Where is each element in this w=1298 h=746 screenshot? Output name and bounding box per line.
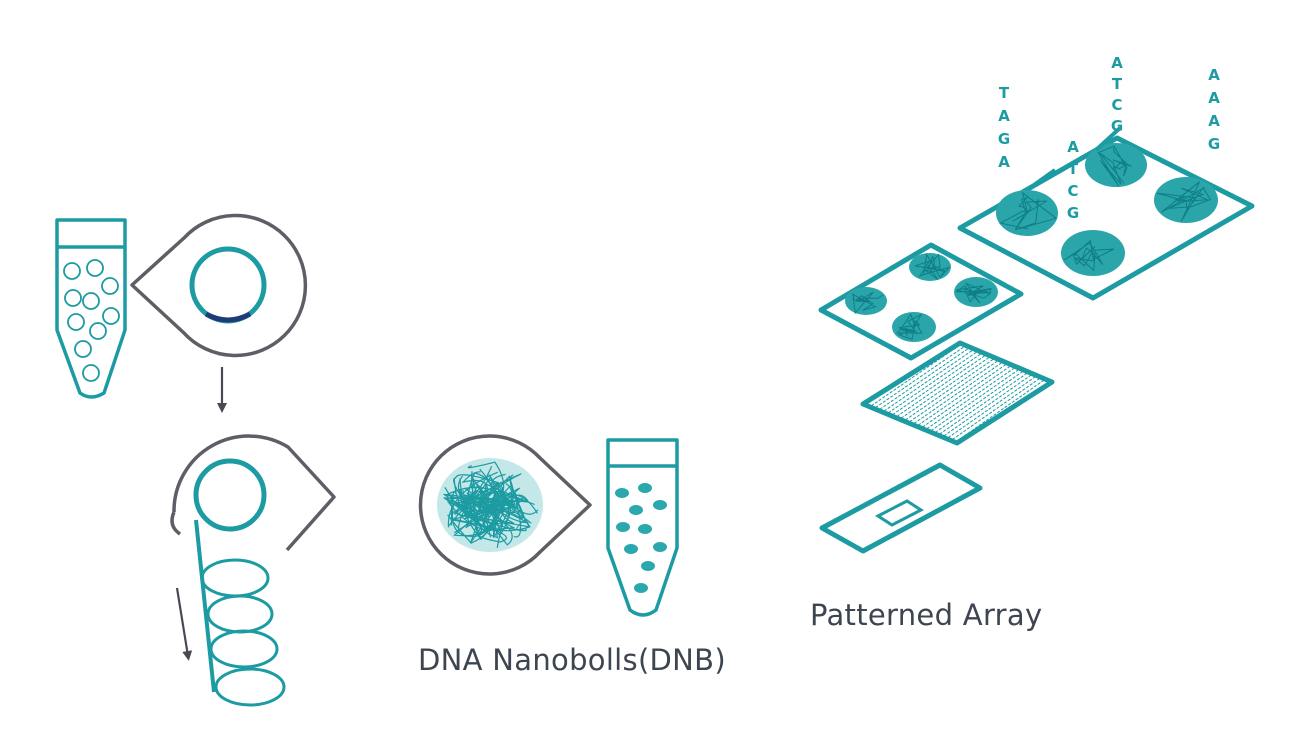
seq-3-letter: C [1067,182,1078,200]
dnb-spot [909,253,951,281]
dnb-tube-icon [606,438,679,617]
array-sequencing-plane [957,135,1255,301]
grid-line [930,369,1020,432]
dnb-spot-texture [1063,239,1115,272]
grid-line [875,346,965,408]
array-dnb-plane [818,242,1024,361]
dnb-spot-texture [954,282,993,304]
seq-1-letter: G [998,130,1010,148]
seq-2-letter: A [1111,54,1123,72]
dnb-spot-texture [851,291,884,315]
dnb-spot-texture [1156,181,1212,222]
seq-4-letter: A [1208,89,1220,107]
grid-line [956,379,1045,442]
circular-dna-bubble-icon [130,213,308,358]
grid-line [892,353,982,416]
seq-4-letter: A [1208,112,1220,130]
dnb-spot-texture [914,253,951,280]
grid-line [917,363,1007,426]
grid-line [879,347,969,410]
dnb-strand [444,486,531,537]
seq-1-letter: T [999,84,1010,102]
dnb-strand [471,475,535,506]
grid-line [935,370,1024,433]
seq-3-letter: A [1067,138,1079,156]
grid-line [900,356,990,419]
seq-3-letter: G [1067,204,1079,222]
dnb-spot-texture [999,191,1058,231]
seq-2-letter: C [1111,96,1122,114]
patterned-array-caption: Patterned Array [810,598,1043,632]
seq-1-letter: A [998,153,1010,171]
grid-line [952,378,1040,440]
grid-line [926,367,1015,430]
sample-tube-icon [55,218,127,399]
dnb-strand [450,494,504,549]
dnb-caption: DNA Nanobolls(DNB) [418,643,726,677]
seq-3-letter: T [1068,160,1079,178]
seq-4-letter: A [1208,66,1220,84]
grid-line [947,376,1036,439]
array-slide [819,462,983,554]
seq-2-letter: T [1112,75,1123,93]
grid-line [913,362,1003,424]
dnb-bubble-icon [418,434,592,576]
seq-1-letter: A [998,107,1010,125]
grid-line [896,354,986,417]
dnb-spot-texture [896,313,923,341]
grid-line [909,360,999,423]
dnb-spot-texture [1097,145,1132,187]
dnb-strand [443,474,539,525]
seq-2-letter: G [1111,117,1123,135]
seq-4-letter: G [1208,135,1220,153]
array-grid-plane [860,340,1055,446]
rolling-circle-amplification-icon [170,434,336,707]
